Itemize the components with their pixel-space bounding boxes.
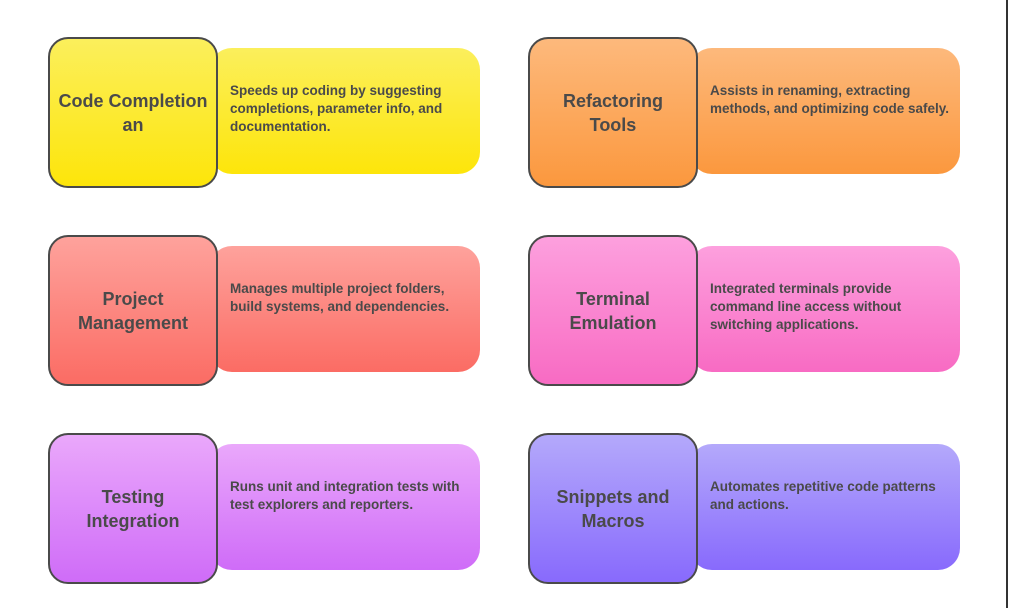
title-box: Project Management: [48, 235, 218, 386]
description-panel: Speeds up coding by suggesting completio…: [210, 48, 480, 174]
description-panel: Runs unit and integration tests with tes…: [210, 444, 480, 570]
title-box: Testing Integration: [48, 433, 218, 584]
feature-description: Manages multiple project folders, build …: [230, 281, 450, 314]
description-panel: Manages multiple project folders, build …: [210, 246, 480, 372]
feature-description: Assists in renaming, extracting methods,…: [710, 83, 950, 116]
feature-title: Snippets and Macros: [556, 486, 670, 531]
description-panel: Automates repetitive code patterns and a…: [690, 444, 960, 570]
feature-card-code-completion-an: Speeds up coding by suggesting completio…: [48, 37, 480, 188]
title-box: Snippets and Macros: [528, 433, 698, 584]
feature-title: Terminal Emulation: [569, 288, 657, 333]
feature-title: Testing Integration: [86, 486, 180, 531]
feature-description: Runs unit and integration tests with tes…: [230, 479, 460, 512]
feature-card-terminal-emulation: Integrated terminals provide command lin…: [528, 235, 960, 386]
feature-card-snippets-and-macros: Automates repetitive code patterns and a…: [528, 433, 960, 584]
description-panel: Integrated terminals provide command lin…: [690, 246, 960, 372]
feature-card-testing-integration: Runs unit and integration tests with tes…: [48, 433, 480, 584]
feature-card-refactoring-tools: Assists in renaming, extracting methods,…: [528, 37, 960, 188]
feature-title: Code Completion an: [58, 90, 208, 135]
right-edge-divider: [1006, 0, 1008, 608]
feature-description: Speeds up coding by suggesting completio…: [230, 83, 443, 134]
feature-description: Integrated terminals provide command lin…: [710, 281, 902, 332]
feature-description: Automates repetitive code patterns and a…: [710, 479, 936, 512]
title-box: Refactoring Tools: [528, 37, 698, 188]
title-box: Terminal Emulation: [528, 235, 698, 386]
title-box: Code Completion an: [48, 37, 218, 188]
description-panel: Assists in renaming, extracting methods,…: [690, 48, 960, 174]
feature-title: Refactoring Tools: [562, 90, 663, 135]
feature-title: Project Management: [77, 288, 189, 333]
feature-card-project-management: Manages multiple project folders, build …: [48, 235, 480, 386]
